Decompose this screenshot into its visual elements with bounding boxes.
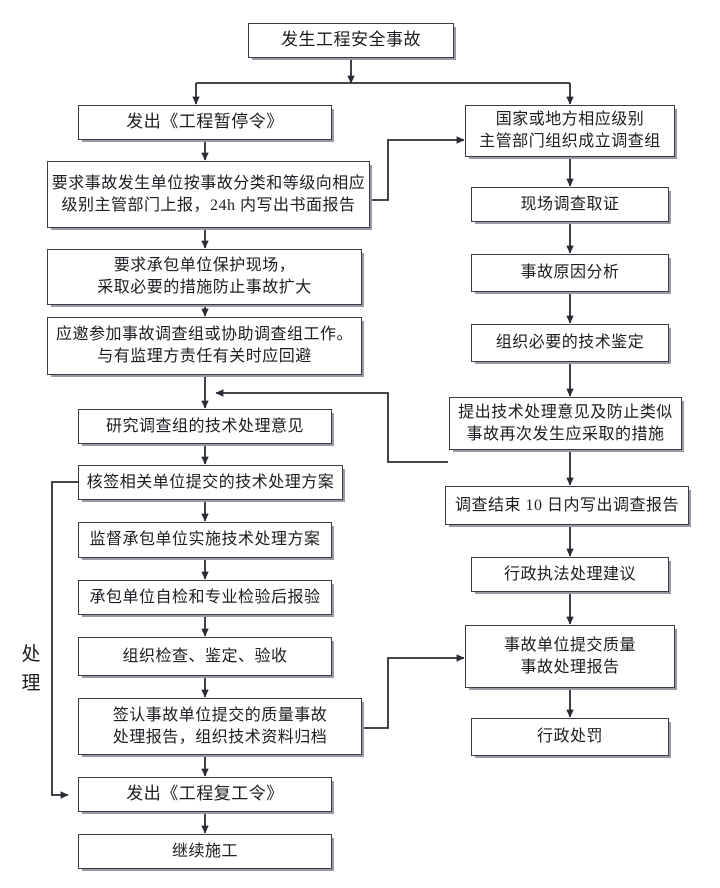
- node-l1-line-0: 发出《工程暂停令》: [126, 112, 284, 132]
- node-l11-line-0: 发出《工程复工令》: [126, 784, 284, 804]
- node-r3-line-0: 事故原因分析: [520, 264, 620, 282]
- node-report-within-24h[interactable]: 要求事故发生单位按事故分类和等级向相应 级别主管部门上报，24h 内写出书面报告: [47, 161, 370, 228]
- node-issue-suspension-order[interactable]: 发出《工程暂停令》: [78, 105, 332, 140]
- node-continue-construction[interactable]: 继续施工: [78, 834, 332, 869]
- side-label-char-0: 处: [21, 644, 41, 665]
- node-establish-investigation-group[interactable]: 国家或地方相应级别 主管部门组织成立调查组: [465, 105, 675, 157]
- node-supervise-implementation[interactable]: 监督承包单位实施技术处理方案: [78, 522, 332, 558]
- node-technical-appraisal[interactable]: 组织必要的技术鉴定: [471, 324, 669, 362]
- node-l3-line-1: 采取必要的措施防止事故扩大: [97, 279, 312, 296]
- node-l2-line-1: 级别主管部门上报，24h 内写出书面报告: [61, 196, 356, 214]
- node-l4-line-1: 与有监理方责任有关时应回避: [97, 348, 312, 365]
- node-l12-line-0: 继续施工: [171, 842, 238, 860]
- node-l9-line-0: 组织检查、鉴定、验收: [122, 647, 288, 665]
- node-start-line-0: 发生工程安全事故: [281, 30, 421, 50]
- node-r1-line-0: 国家或地方相应级别: [495, 111, 645, 129]
- node-join-investigation-group[interactable]: 应邀参加事故调查组或协助调查组工作。 与有监理方责任有关时应回避: [47, 317, 362, 375]
- node-l8-line-0: 承包单位自检和专业检验后报验: [89, 588, 321, 606]
- node-cause-analysis[interactable]: 事故原因分析: [471, 254, 669, 292]
- node-organize-inspection-acceptance[interactable]: 组织检查、鉴定、验收: [78, 637, 332, 676]
- side-label-char-1: 理: [21, 673, 41, 695]
- node-contractor-self-inspection[interactable]: 承包单位自检和专业检验后报验: [78, 580, 332, 615]
- node-countersign-technical-plan[interactable]: 核签相关单位提交的技术处理方案: [78, 465, 343, 500]
- node-site-investigation[interactable]: 现场调查取证: [471, 187, 669, 222]
- edge-l2-to-r1: [370, 136, 465, 201]
- node-r9-line-0: 行政处罚: [536, 728, 603, 746]
- node-r1-line-1: 主管部门组织成立调查组: [479, 133, 661, 150]
- node-r6-line-0: 调查结束 10 日内写出调查报告: [454, 496, 679, 514]
- node-r4-line-0: 组织必要的技术鉴定: [495, 334, 645, 352]
- node-l3-line-0: 要求承包单位保护现场，: [113, 257, 296, 275]
- node-propose-preventive-measures[interactable]: 提出技术处理意见及防止类似 事故再次发生应采取的措施: [449, 397, 682, 450]
- node-r7-line-0: 行政执法处理建议: [503, 565, 636, 583]
- node-administrative-enforcement-advice[interactable]: 行政执法处理建议: [471, 557, 669, 592]
- edge-l10-to-r8: [362, 654, 465, 729]
- node-l4-line-0: 应邀参加事故调查组或协助调查组工作。: [55, 326, 353, 344]
- node-r2-line-0: 现场调查取证: [520, 195, 620, 213]
- node-submit-quality-accident-report[interactable]: 事故单位提交质量 事故处理报告: [465, 625, 675, 688]
- node-study-technical-opinion[interactable]: 研究调查组的技术处理意见: [78, 409, 332, 444]
- node-l2-line-0: 要求事故发生单位按事故分类和等级向相应: [51, 174, 366, 192]
- side-label-handling: 处 理: [18, 640, 44, 699]
- node-investigation-report-10-days[interactable]: 调查结束 10 日内写出调查报告: [445, 486, 689, 525]
- node-start[interactable]: 发生工程安全事故: [248, 23, 454, 58]
- node-l10-line-1: 处理报告，组织技术资料归档: [112, 728, 328, 746]
- node-l10-line-0: 签认事故单位提交的质量事故: [112, 706, 328, 724]
- node-sign-accident-report[interactable]: 签认事故单位提交的质量事故 处理报告，组织技术资料归档: [78, 698, 362, 755]
- node-administrative-penalty[interactable]: 行政处罚: [471, 718, 669, 756]
- node-l7-line-0: 监督承包单位实施技术处理方案: [89, 531, 321, 549]
- node-protect-site[interactable]: 要求承包单位保护现场， 采取必要的措施防止事故扩大: [47, 249, 362, 305]
- node-r8-line-1: 事故处理报告: [520, 658, 620, 676]
- edge-l6-to-l11-feedback: [51, 481, 78, 799]
- node-r5-line-0: 提出技术处理意见及防止类似: [458, 403, 673, 421]
- node-l5-line-0: 研究调查组的技术处理意见: [105, 417, 304, 435]
- node-issue-resumption-order[interactable]: 发出《工程复工令》: [78, 777, 332, 812]
- node-l6-line-0: 核签相关单位提交的技术处理方案: [86, 473, 335, 491]
- node-r5-line-1: 事故再次发生应采取的措施: [466, 425, 665, 443]
- node-r8-line-0: 事故单位提交质量: [503, 636, 636, 654]
